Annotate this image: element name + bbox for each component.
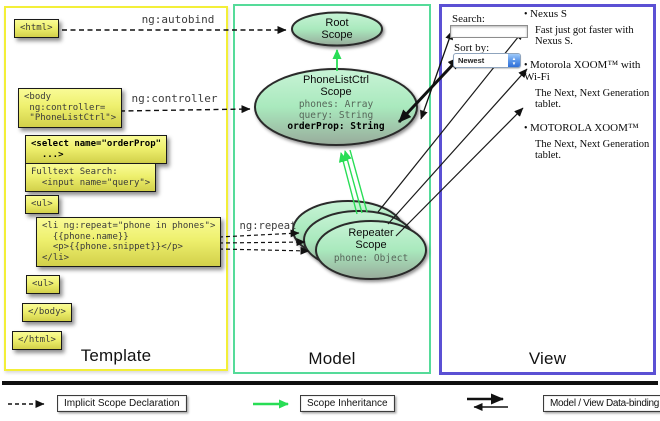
phone-snippet: The Next, Next Generation tablet. <box>535 88 650 110</box>
phonelistctrl-orderprop: orderProp: String <box>287 121 385 132</box>
phonelistctrl-props: phones: Array query: String <box>298 99 374 121</box>
root-scope-title: Root Scope <box>321 17 353 41</box>
phone-snippet: Fast just got faster with Nexus S. <box>535 25 634 47</box>
sort-by-dropdown[interactable]: Newest ▲▼ <box>453 53 521 68</box>
phone-snippet: The Next, Next Generation tablet. <box>535 139 650 161</box>
code-box-li-repeat: <li ng:repeat="phone in phones"> {{phone… <box>36 217 222 267</box>
code-box-ul-open: <ul> <box>25 195 59 214</box>
phonelistctrl-title: PhoneListCtrl Scope <box>302 74 370 98</box>
list-item: Nexus S Fast just got faster with Nexus … <box>524 8 652 47</box>
phone-name: MOTOROLA XOOM™ <box>524 122 652 134</box>
code-box-body-close: </body> <box>22 303 72 322</box>
label-ng-autobind: ng:autobind <box>141 13 215 26</box>
repeater-scope-prop: phone: Object <box>333 253 409 264</box>
label-ng-repeat: ng:repeat <box>239 220 297 232</box>
list-item: MOTOROLA XOOM™ The Next, Next Generation… <box>524 122 652 161</box>
code-box-body: <body ng:controller= "PhoneListCtrl"> <box>18 88 123 128</box>
repeater-scope-title: Repeater Scope <box>348 227 394 251</box>
search-label: Search: <box>452 13 485 25</box>
code-box-html: <html> <box>14 19 59 38</box>
sort-by-selected-value: Newest <box>458 56 485 65</box>
phone-list: Nexus S Fast just got faster with Nexus … <box>524 8 652 173</box>
model-panel-label: Model <box>308 349 356 368</box>
code-box-fulltext-search: Fulltext Search: <input name="query"> <box>25 163 157 192</box>
search-input[interactable] <box>450 25 528 38</box>
legend-scope-inheritance: Scope Inheritance <box>300 395 395 412</box>
phone-name: Motorola XOOM™ with Wi-Fi <box>524 59 652 83</box>
phone-name: Nexus S <box>524 8 652 20</box>
code-box-ul-close: <ul> <box>26 275 60 294</box>
dropdown-stepper-icon: ▲▼ <box>508 54 520 67</box>
code-box-html-close: </html> <box>12 331 62 350</box>
list-item: Motorola XOOM™ with Wi-Fi The Next, Next… <box>524 59 652 110</box>
legend-divider <box>2 381 658 385</box>
legend-implicit-scope-declaration: Implicit Scope Declaration <box>57 395 187 412</box>
model-panel: Model <box>233 4 431 374</box>
legend-model-view-data-binding: Model / View Data-binding <box>543 395 660 412</box>
view-panel-label: View <box>528 349 567 368</box>
template-panel-label: Template <box>80 346 152 365</box>
code-box-select: <select name="orderProp" ...> <box>25 135 168 164</box>
label-ng-controller: ng:controller <box>131 92 218 105</box>
